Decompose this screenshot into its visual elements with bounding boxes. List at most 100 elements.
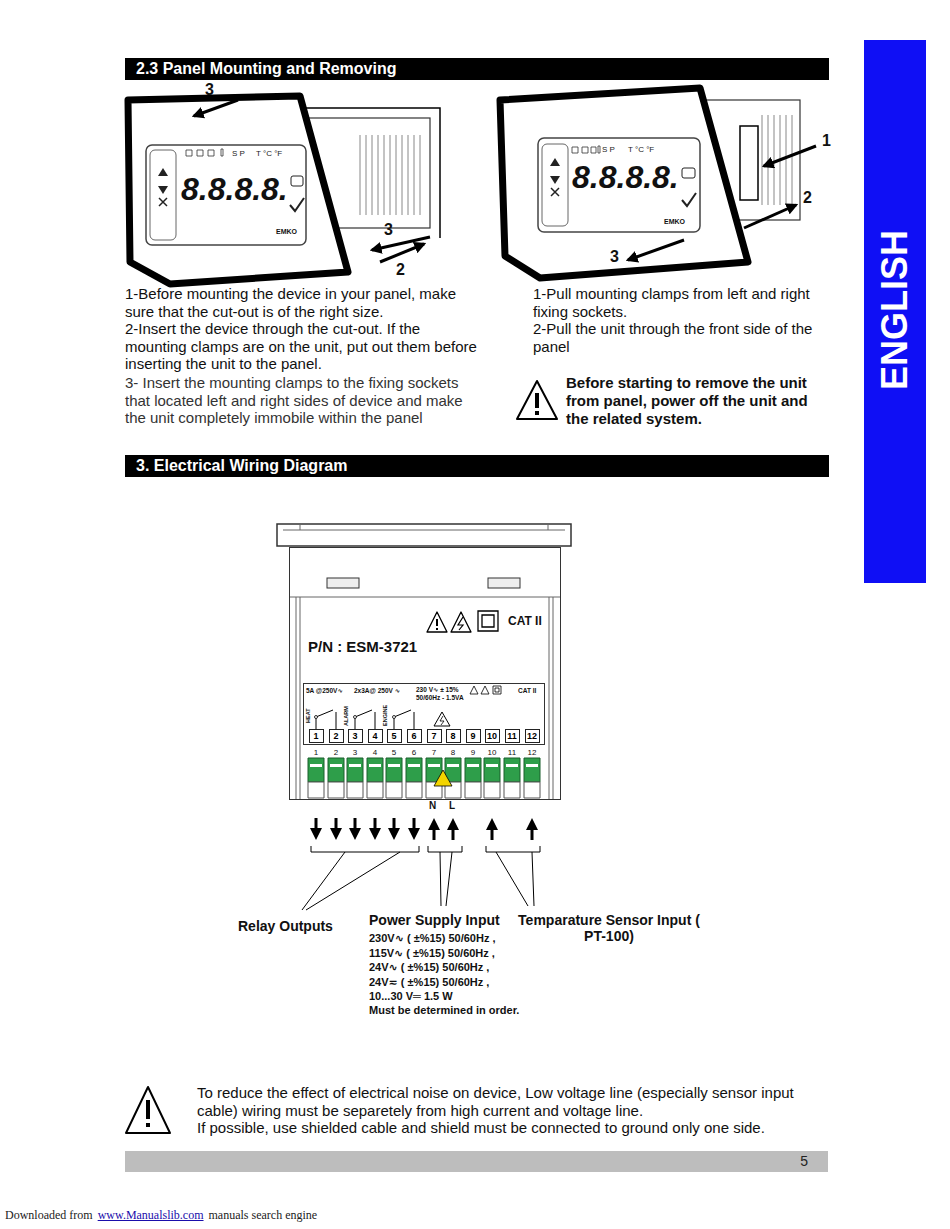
group-bracket [428,846,462,906]
footer-text: manuals search engine [209,1208,318,1223]
terminal-box: 3 [348,729,363,743]
terminal-number: 8 [445,748,461,757]
display-window [146,145,306,245]
node-text: 3 [352,730,357,742]
terminal-number: 5 [386,748,402,757]
callout-arrow [744,205,796,228]
terminal-box: 8 [446,729,461,743]
lip-detail [283,524,565,530]
mounting-clamp [740,126,758,200]
callout-number: 2 [396,262,405,279]
caution-mark [436,619,438,630]
callout-number: 3 [610,249,619,266]
terminal-number: 7 [426,748,442,757]
terminal-box: 12 [525,729,540,743]
node-text: 5 [800,1151,808,1172]
node-text: 2.3 Panel Mounting and Removing [136,58,396,80]
terminal-box: 10 [485,729,500,743]
callout-number: 2 [803,190,812,207]
terminal-box: 4 [368,729,383,743]
terminal-number: 1 [308,748,324,757]
brand-logo: EMKO [276,228,297,236]
arrow-heads [310,818,538,840]
check-mark [290,198,304,211]
warning-icon [126,1087,170,1133]
terminal-number: 11 [504,748,520,757]
display-indicator: S P [602,146,615,155]
terminal-box: 11 [505,729,520,743]
terminal-box: 9 [466,729,481,743]
node-text: 5 [391,730,396,742]
relay-rating: 5A @250V∿ [306,687,343,695]
arrow-buttons [550,158,560,184]
page-number-bar: 5 [125,1151,828,1172]
node-text: 1 [313,730,318,742]
instruction-text: 2-Insert the device through the cut-out.… [125,320,485,373]
terminal-number: 10 [484,748,500,757]
warning-icon [517,381,557,419]
category-mark: CAT II [508,614,542,628]
group-label: Power Supply Input [369,912,500,928]
button-strip [542,144,568,226]
instruction-text: If possible, use shielded cable and shie… [197,1119,837,1137]
terminal-number: 9 [465,748,481,757]
language-label: ENGLISH [877,230,913,390]
footer-text: Downloaded from [5,1208,93,1223]
instruction-text: 1-Before mounting the device in your pan… [125,285,485,320]
clamp-slot [327,578,359,588]
shock-symbol [434,712,450,726]
front-bezel [500,88,748,278]
warning-icon-mark [535,393,539,415]
terminal-screws [308,758,540,782]
callout-number: 3 [205,82,214,99]
node-text: 9 [470,730,475,742]
rating-plate: 1234567891011125A @250V∿2x3A@ 250V ∿230 … [303,683,545,745]
relay-name: ALARM [344,706,350,726]
footer-text: www.Manualslib.com [98,1208,204,1223]
supply-spec: 115V∿ ( ±%15) 50/60Hz , [369,946,495,960]
button-strip [150,150,176,240]
terminal-box: 6 [407,729,422,743]
warning-icon-mark [146,1100,150,1127]
node-text: 2 [333,730,338,742]
status-icons [572,146,600,153]
instruction-text: 2-Pull the unit through the front side o… [533,320,833,355]
supply-spec: 24V≂ ( ±%15) 50/60Hz , [369,975,489,989]
supply-spec: 10...30 V═ 1.5 W [369,989,453,1003]
engine-icon [682,168,695,178]
node-text: 3. Electrical Wiring Diagram [136,455,347,477]
terminal-polarity: L [449,800,455,811]
status-icons [186,149,223,156]
engine-icon [291,176,303,186]
group-bracket [302,846,419,910]
category-mark: CAT II [518,687,536,695]
callout-arrow [628,240,684,260]
display-indicator: T °C °F [256,150,282,159]
cooling-fins [360,135,420,215]
clamp-slot [488,578,520,588]
terminal-bases [308,782,540,798]
relay-rating: 2x3A@ 250V ∿ [354,687,400,695]
node-text: 12 [527,730,537,742]
footer-row: Downloaded from www.Manualslib.com manuals… [5,1208,317,1223]
terminal-polarity: N [429,800,436,811]
terminal-box: 7 [427,729,442,743]
relay-contacts [316,710,414,729]
terminal-number: 3 [347,748,363,757]
section-heading-bar: 2.3 Panel Mounting and Removing [125,58,829,80]
device-housing: 1234567891011125A @250V∿2x3A@ 250V ∿230 … [289,547,561,800]
relay-name: HEAT [306,708,312,723]
display-window [538,138,700,232]
relay-name: ENGINE [383,705,389,726]
lightning-mark [458,617,463,630]
check-mark [682,193,696,206]
arrow-buttons [158,168,168,194]
group-label: Temparature Sensor Input ( PT-100) [514,912,704,944]
brand-logo: EMKO [664,218,685,226]
supply-spec: 230V∿ ( ±%15) 50/60Hz , [369,931,496,945]
shock-symbol [434,770,452,786]
terminal-number: 6 [406,748,422,757]
display-indicator: T °C °F [628,146,654,155]
terminal-box: 1 [309,729,324,743]
warning-symbols [427,612,471,632]
